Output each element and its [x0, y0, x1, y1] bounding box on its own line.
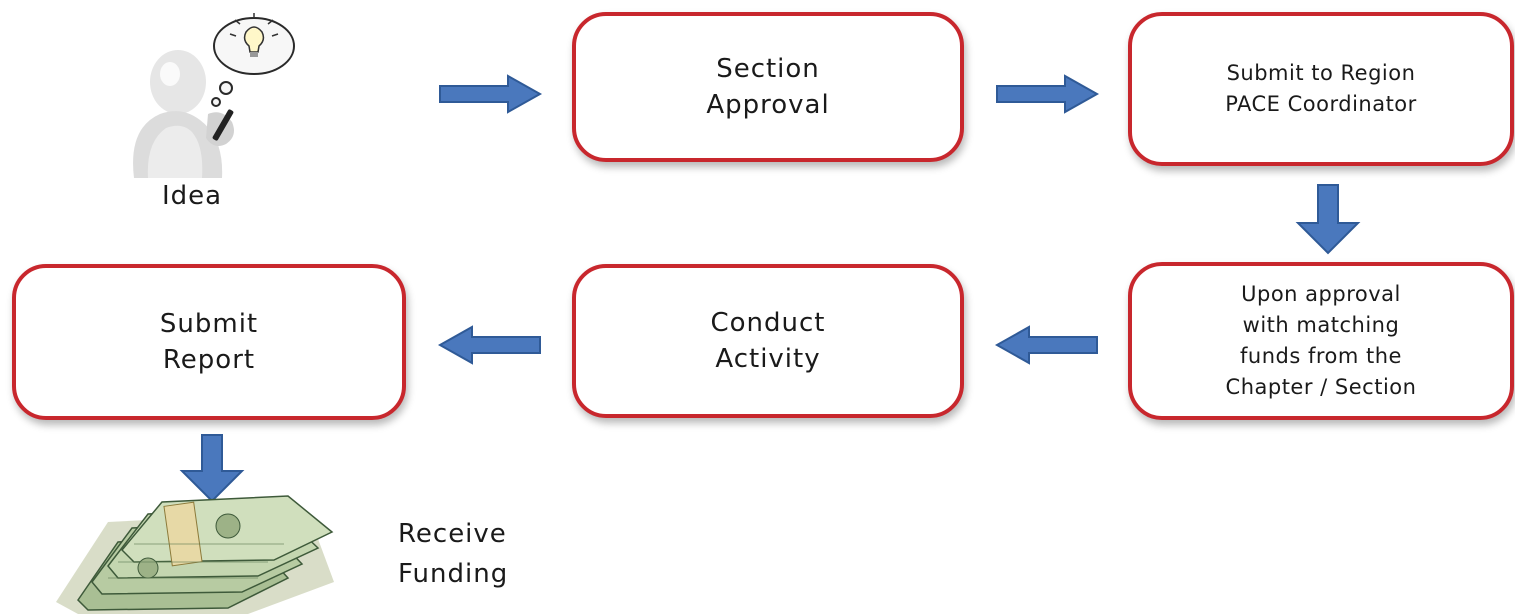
step-submit-report: Submit Report [12, 264, 406, 420]
arrow-left-icon [437, 325, 541, 365]
step-section-approval-label: Section Approval [706, 54, 830, 120]
arrow-left-icon [994, 325, 1098, 365]
step-submit-region: Submit to Region PACE Coordinator [1128, 12, 1514, 166]
lightbulb-thinking-figure-icon [133, 13, 295, 178]
arrow-down-icon [1295, 184, 1361, 255]
step-section-approval: Section Approval [572, 12, 964, 162]
money-stack-icon [56, 495, 334, 614]
arrow-down-icon [179, 434, 245, 503]
idea-label: Idea [162, 181, 223, 211]
arrow-right-icon [996, 74, 1100, 114]
step-conduct-activity: Conduct Activity [572, 264, 964, 418]
step-conduct-activity-label: Conduct Activity [710, 308, 826, 374]
step-submit-report-label: Submit Report [159, 309, 259, 375]
receive-funding-label: Receive Funding [398, 519, 509, 589]
step-upon-approval-label: Upon approval with matching funds from t… [1225, 282, 1417, 399]
step-upon-approval: Upon approval with matching funds from t… [1128, 262, 1514, 420]
arrow-right-icon [439, 74, 543, 114]
step-submit-region-label: Submit to Region PACE Coordinator [1225, 61, 1417, 116]
